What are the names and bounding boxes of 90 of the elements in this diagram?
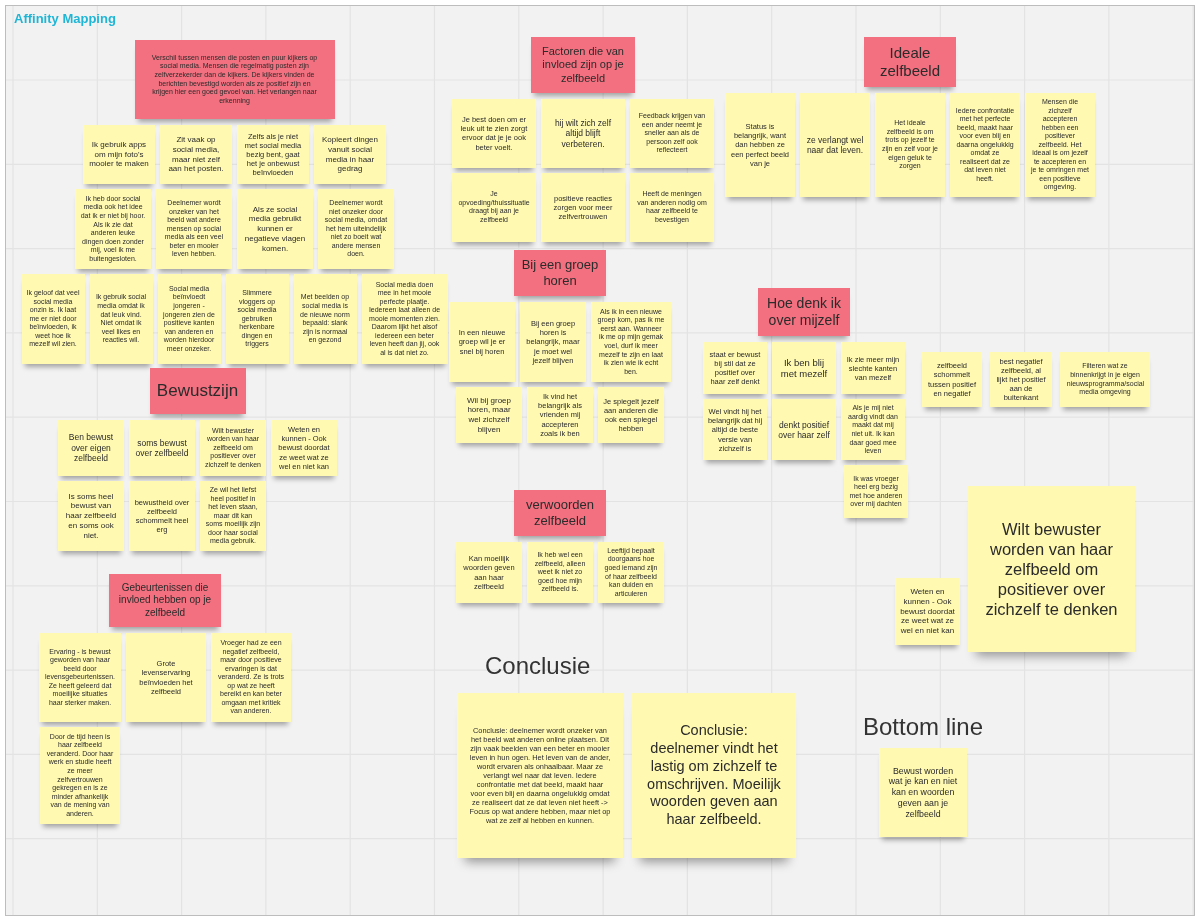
note-text: ze verlangt wel naar dat leven.: [805, 134, 865, 156]
sticky-note: [541, 99, 625, 168]
section-heading: Bottom line: [863, 713, 984, 741]
sticky-note: [598, 387, 664, 443]
note-text: Conclusie: deelnemer vindt het lastig om zichzelf te omschrijven. Moeilijk woorden geven aan haar zelfbeeld.: [646, 722, 782, 829]
category-heading: Factoren die van invloed zijn op je zelfbeeld: [541, 44, 625, 86]
sticky-note: [632, 693, 796, 858]
note-text: soms bewust over zelfbeeld: [134, 437, 190, 459]
note-text: Weten en kunnen - Ook bewust doordat ze weet wat ze wel en niet kan: [899, 587, 956, 636]
category-heading: Gebeurtenissen die invloed hebben op je zelfbeeld: [117, 582, 213, 619]
note-text: Als ze social media gebruikt kunnen er negatieve vlagen komen.: [243, 204, 307, 254]
note-text: Ik gebruik apps om mijn foto's mooier te maken: [88, 139, 150, 170]
sticky-note: [630, 99, 714, 168]
sticky-note: [449, 302, 515, 382]
sticky-note: [452, 172, 536, 242]
sticky-note: [271, 420, 337, 476]
note-text: Is soms heel bewust van haar zelfbeeld en soms ook niet.: [64, 491, 118, 541]
category-sticky-note: [149, 368, 246, 414]
sticky-note: [21, 274, 85, 365]
category-sticky-note: [864, 37, 956, 87]
sticky-note: [841, 342, 905, 395]
sticky-note: [456, 387, 522, 443]
category-sticky-note: [514, 250, 606, 296]
sticky-note: [40, 727, 120, 824]
note-text: Zit vaak op social media, maar niet zelf aan het posten.: [167, 135, 225, 174]
sticky-note: [841, 399, 905, 461]
sticky-note: [541, 172, 625, 242]
sticky-note: [520, 302, 586, 382]
sticky-note: [527, 387, 593, 443]
note-text: hij wilt zich zelf altijd blijft verbeteren.: [553, 117, 613, 149]
sticky-note: [703, 399, 767, 461]
sticky-note: [895, 578, 960, 645]
sticky-note: [293, 274, 357, 365]
note-text: Wilt bewuster worden van haar zelfbeeld om positiever over zichzelf te denken: [984, 518, 1119, 620]
note-text: denkt positief over haar zelf: [777, 419, 831, 441]
note-text: Ik ben blij met mezelf: [779, 356, 829, 380]
sticky-note: [39, 633, 121, 722]
category-sticky-note: [531, 37, 635, 93]
note-text: Ben bewust over eigen zelfbeeld: [67, 432, 115, 464]
sticky-note: [157, 274, 221, 365]
sticky-note: [879, 748, 967, 837]
category-heading: Hoe denk ik over mijzelf: [766, 294, 842, 330]
board-title: Affinity Mapping: [14, 11, 116, 26]
sticky-note: [361, 274, 448, 365]
sticky-note: [126, 633, 206, 722]
sticky-note: [1060, 352, 1150, 407]
sticky-note: [318, 189, 394, 270]
sticky-note: [129, 481, 195, 551]
note-text: Wil bij groep horen, maar wel zichzelf blijven: [466, 395, 512, 435]
note-text: Kopieert dingen vanuit social media in haar gedrag: [320, 135, 379, 174]
sticky-note: [129, 420, 195, 476]
sticky-note: [314, 125, 386, 185]
sticky-note: [703, 342, 767, 395]
category-sticky-note: [109, 574, 221, 627]
section-heading: Conclusie: [485, 652, 591, 680]
sticky-note: [844, 465, 908, 518]
category-heading: Bij een groep horen: [520, 257, 600, 289]
sticky-note: [950, 93, 1020, 197]
sticky-note: [452, 99, 536, 168]
category-heading: Ideale zelfbeeld: [878, 43, 941, 81]
sticky-note: [922, 352, 982, 407]
sticky-note: [591, 302, 671, 382]
sticky-note: [630, 172, 714, 242]
sticky-note: [527, 542, 593, 603]
sticky-note: [225, 274, 289, 365]
sticky-note: [200, 420, 266, 476]
sticky-note: [800, 93, 870, 197]
sticky-note: [160, 125, 232, 185]
sticky-note: [456, 542, 522, 603]
sticky-note: [457, 693, 623, 858]
category-sticky-note: [514, 490, 606, 536]
sticky-note: [725, 93, 795, 197]
sticky-note: [772, 399, 836, 461]
category-heading: Bewustzijn: [156, 380, 239, 402]
sticky-note: [58, 481, 124, 551]
sticky-note: [875, 93, 945, 197]
sticky-note: [156, 189, 232, 270]
category-sticky-note: [134, 40, 335, 119]
sticky-note: [211, 633, 291, 722]
sticky-note: [772, 342, 836, 395]
sticky-note: [83, 125, 155, 185]
sticky-note: [237, 189, 313, 270]
sticky-note: [237, 125, 309, 185]
sticky-note: [968, 486, 1135, 652]
category-heading: verwoorden zelfbeeld: [525, 497, 595, 529]
note-text: Bewust worden wat je kan en niet kan en woorden geven aan je zelfbeeld: [887, 765, 959, 820]
sticky-note: [75, 189, 151, 270]
sticky-note: [89, 274, 153, 365]
sticky-note: [58, 420, 124, 476]
category-sticky-note: [758, 288, 850, 336]
